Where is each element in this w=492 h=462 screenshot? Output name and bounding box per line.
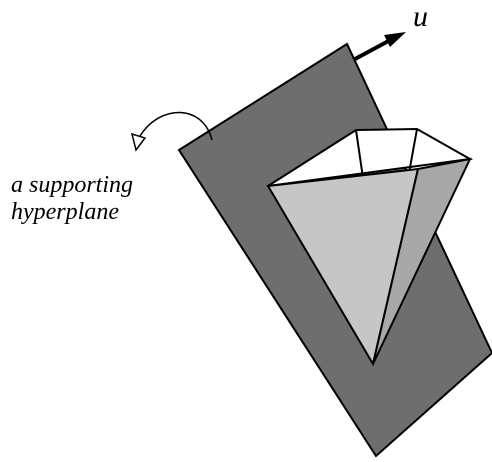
cone [266, 127, 474, 367]
curved-pointer-head [130, 132, 147, 152]
cone-right-face [372, 157, 472, 365]
hyperplane-label-line-2: hyperplane [11, 199, 119, 225]
cone-inner-edge-left [355, 129, 364, 179]
hyperplane-label-line-1: a supporting [11, 172, 133, 198]
vector-label: u [413, 0, 428, 33]
cone-inner-edge-right [408, 128, 418, 174]
arrow-icon [384, 32, 406, 47]
curved-arrow-icon [130, 111, 213, 152]
curved-pointer-path [139, 111, 213, 141]
normal-vector-arrow [354, 32, 406, 61]
